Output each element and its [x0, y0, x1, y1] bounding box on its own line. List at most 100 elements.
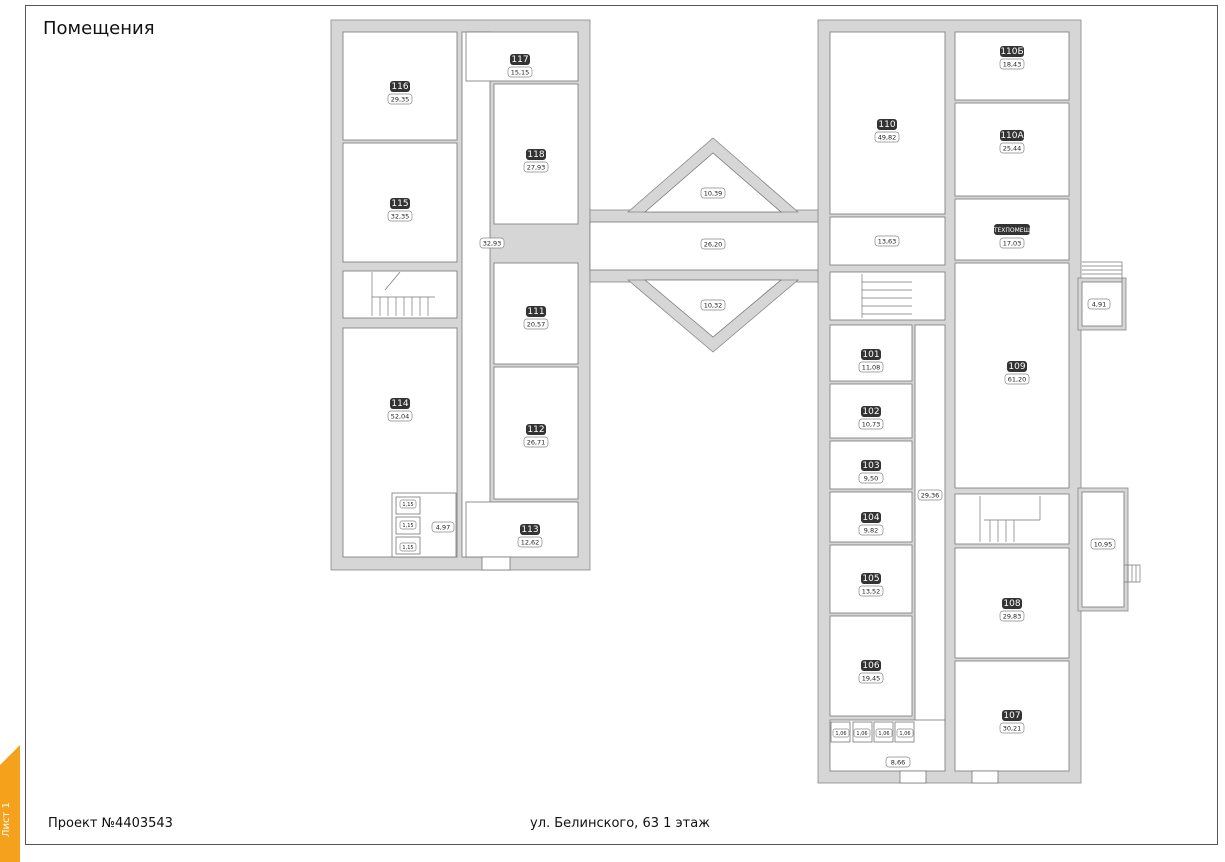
stair-right-bottom: [954, 493, 1070, 545]
svg-text:ТЕХПОМЕЩ: ТЕХПОМЕЩ: [993, 227, 1031, 234]
area-triangle-top: 10,39: [700, 187, 726, 199]
svg-text:32,35: 32,35: [391, 213, 410, 221]
area-109: 61,20: [1004, 373, 1030, 385]
area-116: 29,35: [387, 93, 413, 105]
area-102: 10,73: [858, 418, 884, 430]
svg-text:20,57: 20,57: [527, 321, 546, 329]
area-110a: 25,44: [999, 142, 1025, 154]
svg-text:109: 109: [1008, 362, 1025, 372]
svg-text:110А: 110А: [1000, 131, 1024, 141]
svg-text:13,52: 13,52: [862, 588, 881, 596]
svg-text:110Б: 110Б: [1000, 47, 1023, 57]
area-corridor-middle: 26,20: [700, 238, 726, 250]
area-hall-right: 13,63: [874, 235, 900, 247]
room-badge-114: 114: [390, 398, 410, 409]
area-118: 27,93: [523, 161, 549, 173]
svg-text:61,20: 61,20: [1008, 376, 1027, 384]
svg-text:1,06: 1,06: [899, 731, 910, 737]
svg-text:30,21: 30,21: [1003, 725, 1022, 733]
area-117: 15,15: [507, 66, 533, 78]
svg-text:1,06: 1,06: [878, 731, 889, 737]
address-floor: ул. Белинского, 63 1 этаж: [530, 816, 710, 831]
svg-text:13,63: 13,63: [878, 238, 897, 246]
corridor-right: [914, 324, 946, 726]
room-labels: 116 29,35 117 15,15 118 27,93 115 32,35 …: [387, 46, 1116, 768]
room-badge-115: 115: [390, 198, 410, 209]
svg-text:19,45: 19,45: [862, 675, 881, 683]
area-114: 52,04: [387, 410, 413, 422]
area-108: 29,83: [999, 610, 1025, 622]
svg-text:107: 107: [1003, 711, 1020, 721]
svg-text:10,32: 10,32: [704, 302, 723, 310]
area-115: 32,35: [387, 210, 413, 222]
room-badge-118: 118: [526, 149, 546, 160]
project-number: Проект №4403543: [48, 816, 173, 831]
svg-text:9,82: 9,82: [864, 527, 878, 535]
room-badge-107: 107: [1002, 710, 1022, 721]
svg-text:118: 118: [527, 150, 544, 160]
svg-text:17,03: 17,03: [1003, 240, 1022, 248]
svg-text:27,93: 27,93: [527, 164, 546, 172]
room-badge-101: 101: [861, 349, 881, 360]
area-106: 19,45: [858, 672, 884, 684]
area-wc-right-3: 1,06: [875, 728, 893, 738]
room-badge-103: 103: [861, 460, 881, 471]
area-112: 26,71: [523, 436, 549, 448]
svg-text:15,15: 15,15: [511, 69, 530, 77]
area-wc-left-hall: 4,97: [431, 521, 455, 533]
sheet-frame: [25, 5, 1218, 845]
area-110: 49,82: [874, 131, 900, 143]
sheet-tab[interactable]: [0, 745, 20, 862]
svg-text:10,95: 10,95: [1094, 541, 1113, 549]
area-wc-right-4: 1,06: [896, 728, 914, 738]
svg-text:1,15: 1,15: [402, 523, 413, 529]
svg-text:112: 112: [527, 425, 544, 435]
svg-text:103: 103: [862, 461, 879, 471]
svg-text:10,39: 10,39: [704, 190, 723, 198]
svg-text:49,82: 49,82: [878, 134, 897, 142]
vestibule-right: [1081, 491, 1125, 608]
svg-text:29,83: 29,83: [1003, 613, 1022, 621]
room-badge-105: 105: [861, 573, 881, 584]
area-111: 20,57: [523, 318, 549, 330]
svg-text:101: 101: [862, 350, 879, 360]
svg-text:4,97: 4,97: [436, 524, 450, 532]
room-badge-106: 106: [861, 660, 881, 671]
svg-text:111: 111: [527, 307, 544, 317]
svg-text:9,50: 9,50: [864, 475, 878, 483]
room-badge-109: 109: [1007, 361, 1027, 372]
area-113: 12,62: [517, 536, 543, 548]
svg-text:114: 114: [391, 399, 408, 409]
room-badge-104: 104: [861, 512, 881, 523]
svg-text:32,93: 32,93: [483, 240, 502, 248]
room-badge-110a: 110А: [1000, 130, 1025, 141]
area-corridor-left: 32,93: [479, 237, 505, 249]
svg-text:26,71: 26,71: [527, 439, 546, 447]
svg-text:105: 105: [862, 574, 879, 584]
stair-left: [342, 270, 458, 319]
left-wing: [330, 19, 591, 571]
room-badge-113: 113: [520, 524, 540, 535]
area-105: 13,52: [858, 585, 884, 597]
room-badge-techpom: ТЕХПОМЕЩ: [993, 224, 1031, 235]
area-wc-left-1: 1,15: [399, 499, 417, 509]
room-badge-102: 102: [861, 406, 881, 417]
svg-text:18,43: 18,43: [1003, 61, 1022, 69]
svg-text:25,44: 25,44: [1003, 145, 1022, 153]
svg-text:102: 102: [862, 407, 879, 417]
room-badge-117: 117: [510, 54, 530, 65]
room-badge-108: 108: [1002, 598, 1022, 609]
svg-text:10,73: 10,73: [862, 421, 881, 429]
area-110b: 18,43: [999, 58, 1025, 70]
area-103: 9,50: [858, 472, 884, 484]
room-badge-110: 110: [877, 119, 897, 130]
svg-text:104: 104: [862, 513, 879, 523]
area-wc-left-2: 1,15: [399, 520, 417, 530]
svg-text:1,15: 1,15: [402, 502, 413, 508]
svg-text:117: 117: [511, 55, 528, 65]
svg-text:116: 116: [391, 82, 408, 92]
area-wc-left-3: 1,15: [399, 542, 417, 552]
area-107: 30,21: [999, 722, 1025, 734]
svg-text:108: 108: [1003, 599, 1020, 609]
